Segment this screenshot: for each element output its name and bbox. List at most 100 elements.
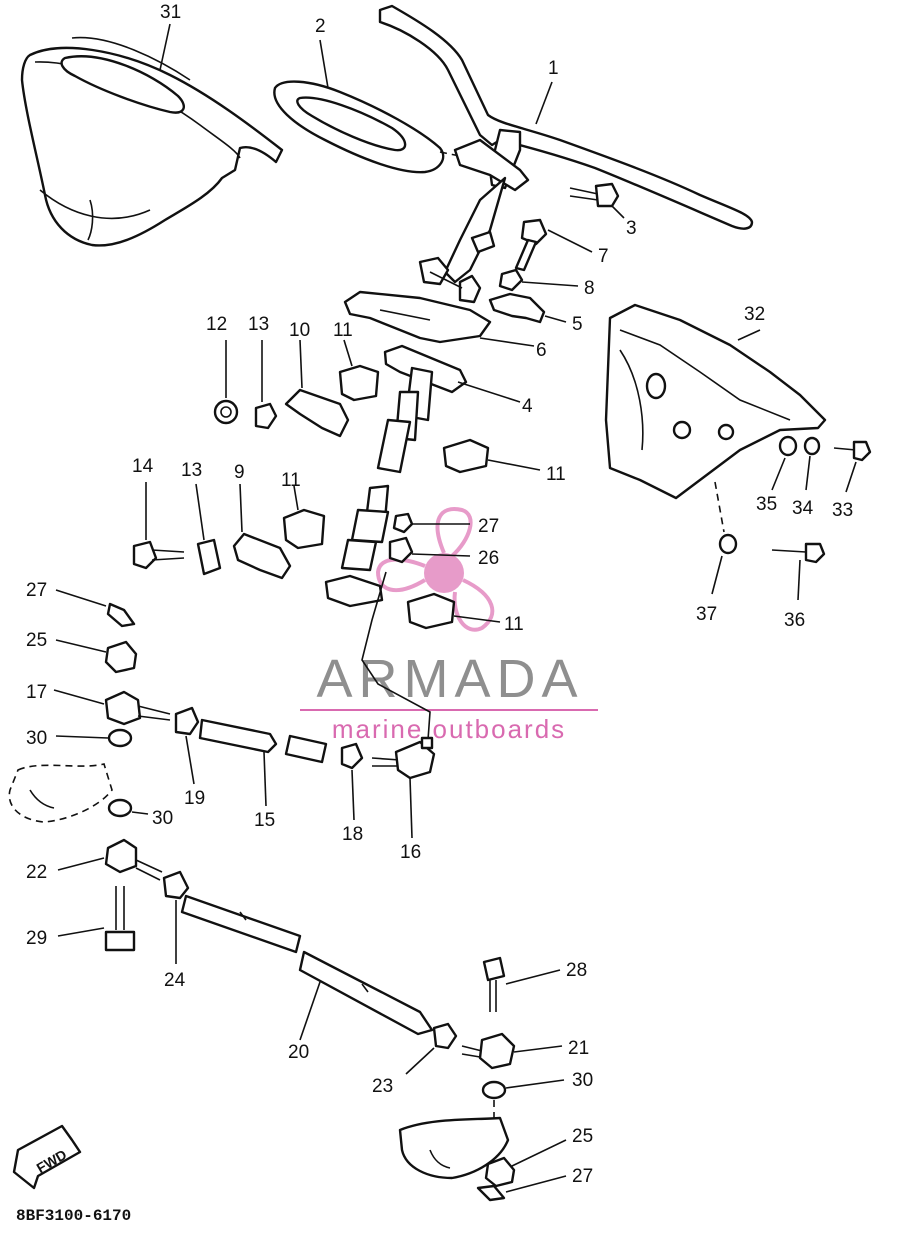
part-33-bolt	[833, 440, 872, 493]
callout-7: 7	[598, 246, 609, 267]
part-37-washer	[711, 481, 738, 595]
part-28-bolt	[482, 956, 561, 1012]
part-30-washer-b	[107, 798, 149, 818]
part-29-bolt	[57, 886, 136, 952]
part-19-nut	[174, 706, 200, 785]
callout-2: 2	[315, 16, 326, 37]
callout-11b: 11	[546, 464, 566, 485]
part-10-bracket	[284, 339, 350, 438]
part-steering-column-lower	[324, 484, 390, 608]
part-25-cap-right	[484, 1139, 567, 1188]
callout-32: 32	[744, 304, 765, 325]
part-27-pin-upper	[392, 512, 470, 534]
callout-26: 26	[478, 548, 499, 569]
callout-12: 12	[206, 314, 227, 335]
part-11-bushing-c	[282, 485, 326, 550]
callout-37: 37	[696, 604, 717, 625]
part-26-nut	[388, 536, 471, 564]
callout-30c: 30	[572, 1070, 593, 1091]
part-22-ball-joint	[57, 838, 163, 881]
part-16-ball-joint	[371, 736, 436, 839]
part-7-bolt	[514, 218, 593, 272]
part-27-pin-right	[476, 1175, 567, 1202]
callout-8: 8	[584, 278, 595, 299]
propeller-logo	[375, 507, 495, 632]
callout-28: 28	[566, 960, 587, 981]
fwd-arrow-icon: FWD	[12, 1124, 82, 1190]
part-6-handle-bracket	[343, 290, 535, 347]
part-14-bolt	[132, 482, 185, 570]
callout-25a: 25	[26, 630, 47, 651]
part-13-upper-nut	[254, 340, 278, 430]
part-17-ball-joint	[53, 689, 171, 726]
linkage-arm-right	[398, 1100, 510, 1180]
callout-21: 21	[568, 1038, 589, 1059]
part-24-nut	[162, 870, 190, 964]
part-15-connecting-rod	[198, 718, 278, 807]
part-11-bushing-d	[406, 592, 501, 630]
callout-15: 15	[254, 810, 275, 831]
callout-35: 35	[756, 494, 777, 515]
callout-11c: 11	[281, 470, 301, 491]
part-23-nut	[405, 1022, 458, 1075]
callout-23: 23	[372, 1076, 393, 1097]
part-32-mount-bracket	[604, 303, 827, 500]
callout-31: 31	[160, 2, 181, 23]
callout-30b: 30	[152, 808, 173, 829]
callout-10: 10	[289, 320, 310, 341]
callout-29: 29	[26, 928, 47, 949]
callout-3: 3	[626, 218, 637, 239]
callout-27b: 27	[26, 580, 47, 601]
part-13-lower-nut	[195, 483, 222, 576]
callout-11d: 11	[504, 614, 524, 635]
part-36-bolt	[771, 542, 826, 601]
part-12-nut	[213, 340, 239, 425]
part-5-clamp	[488, 292, 567, 324]
callout-13b: 13	[181, 460, 202, 481]
callout-34: 34	[792, 498, 814, 519]
part-11-bushing-b	[442, 438, 541, 474]
watermark: ARMADA marine outboards	[300, 507, 598, 744]
callout-9: 9	[234, 462, 245, 483]
callout-22: 22	[26, 862, 47, 883]
callout-27c: 27	[572, 1166, 593, 1187]
callout-18: 18	[342, 824, 363, 845]
callout-1: 1	[548, 58, 559, 79]
callout-14: 14	[132, 456, 154, 477]
part-25-cap-left	[55, 639, 138, 674]
callout-11a: 11	[333, 320, 353, 341]
steering-link-wire	[361, 571, 431, 741]
callout-27a: 27	[478, 516, 499, 537]
callout-labels: 1 2 3 4 5 6 7 8 9 10 11 11 11 11 12 13 1…	[26, 2, 853, 1187]
callout-4: 4	[522, 396, 533, 417]
callout-33: 33	[832, 500, 853, 521]
part-31-steering-cover	[20, 36, 284, 247]
callout-13a: 13	[248, 314, 269, 335]
part-9-bracket	[232, 483, 292, 580]
part-11-bushing-a	[338, 339, 380, 402]
catalog-number: 8BF3100-6170	[16, 1207, 131, 1225]
part-1-steering-handle	[378, 4, 754, 304]
part-30-washer-a	[55, 728, 133, 748]
part-3-bolt	[569, 182, 625, 219]
part-8-nut	[498, 268, 579, 292]
linkage-arm-left	[8, 763, 113, 823]
part-34-washer	[803, 436, 821, 491]
watermark-tagline: marine outboards	[332, 714, 566, 744]
callout-17: 17	[26, 682, 47, 703]
callout-16: 16	[400, 842, 421, 863]
callout-30a: 30	[26, 728, 47, 749]
watermark-brand: ARMADA	[316, 649, 583, 709]
callout-25b: 25	[572, 1126, 593, 1147]
part-27-pin-left	[55, 589, 136, 628]
callout-20: 20	[288, 1042, 309, 1063]
callout-36: 36	[784, 610, 805, 631]
part-35-washer	[771, 435, 798, 491]
callout-19: 19	[184, 788, 205, 809]
part-4-steering-shaft	[376, 344, 521, 474]
callout-24: 24	[164, 970, 186, 991]
part-21-ball-joint	[461, 1032, 563, 1070]
part-20-tie-rod	[180, 894, 434, 1041]
part-2-seal-plate	[273, 80, 471, 174]
